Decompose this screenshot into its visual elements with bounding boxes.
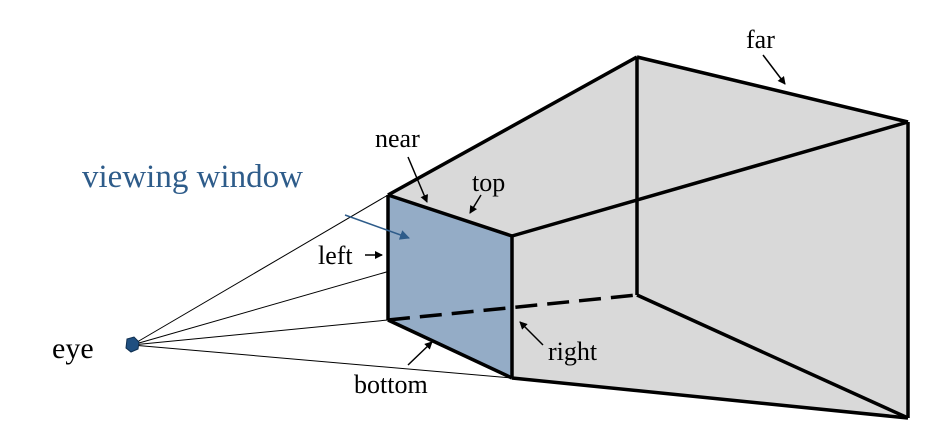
sight-line-bottom-right (131, 344, 513, 379)
top-arrow (469, 194, 482, 214)
frustum-right-face (512, 122, 908, 418)
eye-label: eye (52, 332, 94, 365)
edge-far-bottom (636, 293, 909, 420)
edge-bottom-right (511, 376, 909, 420)
far-arrow (762, 54, 786, 85)
near-label: near (375, 124, 420, 153)
frustum-edges (386, 55, 910, 420)
top-label: top (472, 168, 505, 197)
viewing-window-title: viewing window (82, 159, 303, 195)
viewing-window-plane (388, 195, 512, 378)
bottom-label: bottom (354, 370, 428, 399)
edge-top-right (511, 120, 909, 238)
bottom-arrow (407, 341, 433, 366)
frustum-body (388, 57, 908, 418)
left-label: left (318, 241, 353, 270)
eye-icon (125, 336, 140, 353)
edge-near-top (387, 193, 513, 238)
far-label: far (746, 25, 775, 54)
near-arrow (407, 156, 428, 203)
right-arrow (519, 321, 544, 346)
frustum-top-face (388, 57, 908, 236)
right-label: right (548, 337, 598, 366)
viewing-window-arrow (344, 214, 410, 240)
edge-hidden-bottom-left (387, 293, 638, 322)
sight-line-bottom-left (131, 319, 389, 346)
pointer-arrows (365, 54, 786, 366)
sight-line-top-left (131, 194, 389, 346)
edge-top-left (387, 55, 638, 197)
edge-far-top (636, 55, 909, 124)
edge-near-bottom (387, 318, 513, 380)
